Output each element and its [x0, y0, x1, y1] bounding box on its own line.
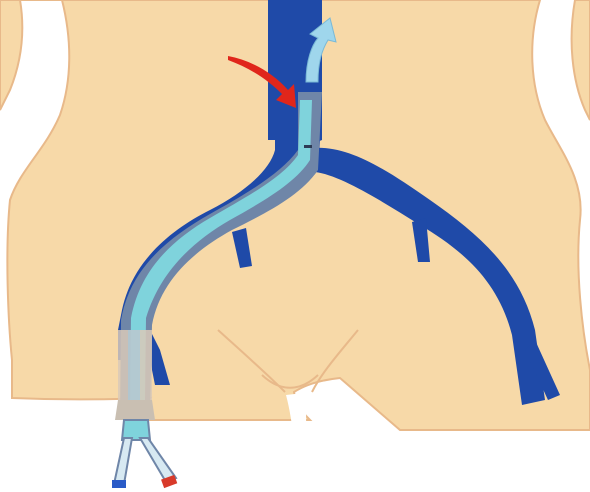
sheath-tip	[115, 400, 155, 420]
hub-cap-left	[112, 480, 126, 488]
catheter-tip-marker	[304, 145, 312, 148]
